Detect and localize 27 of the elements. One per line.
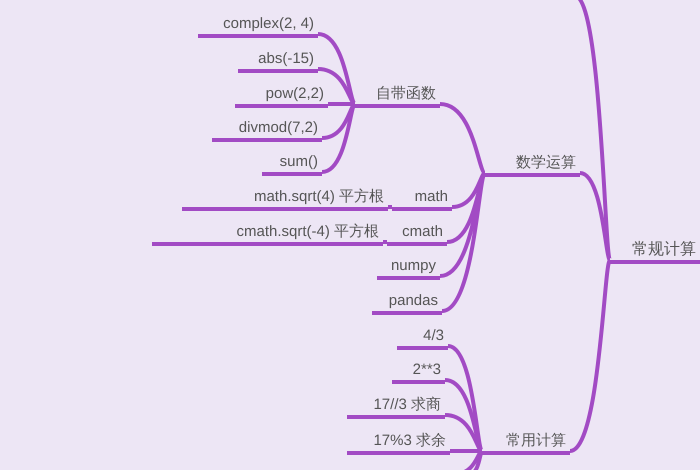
- branch-line: [383, 240, 387, 244]
- branch-topic: pandas: [372, 291, 442, 315]
- branch-line: [322, 102, 356, 174]
- central-topic: 常规计算: [610, 240, 700, 264]
- branch-topic: cmath: [387, 222, 447, 246]
- branch-topic: 常用计算: [482, 431, 570, 455]
- branch-topic: math: [392, 187, 452, 211]
- branch-topic: cmath.sqrt(-4) 平方根: [152, 222, 383, 246]
- branch-line: [328, 102, 355, 106]
- branch-topic: abs(-15): [238, 49, 318, 73]
- branch-topic: complex(2, 4): [198, 14, 318, 38]
- branch-topic: divmod(7,2): [212, 118, 322, 142]
- branch-line: [569, 259, 612, 453]
- branch-line: [440, 102, 486, 175]
- branch-topic: 自带函数: [355, 84, 440, 108]
- branch-topic: pow(2,2): [235, 84, 328, 108]
- branch-topic: 17//3 求商: [347, 395, 445, 419]
- branch-topic: math.sqrt(4) 平方根: [182, 187, 388, 211]
- branch-topic: 2**3: [392, 360, 445, 384]
- branch-topic: numpy: [377, 256, 440, 280]
- branch-line: [579, 171, 612, 262]
- branch-topic: sum(): [262, 152, 322, 176]
- branch-topic: 数学运算: [485, 153, 580, 177]
- branch-line: [388, 205, 392, 209]
- branch-topic: 4/3: [397, 326, 448, 350]
- branch-line: [450, 449, 482, 453]
- branch-topic: 17%3 求余: [347, 431, 450, 455]
